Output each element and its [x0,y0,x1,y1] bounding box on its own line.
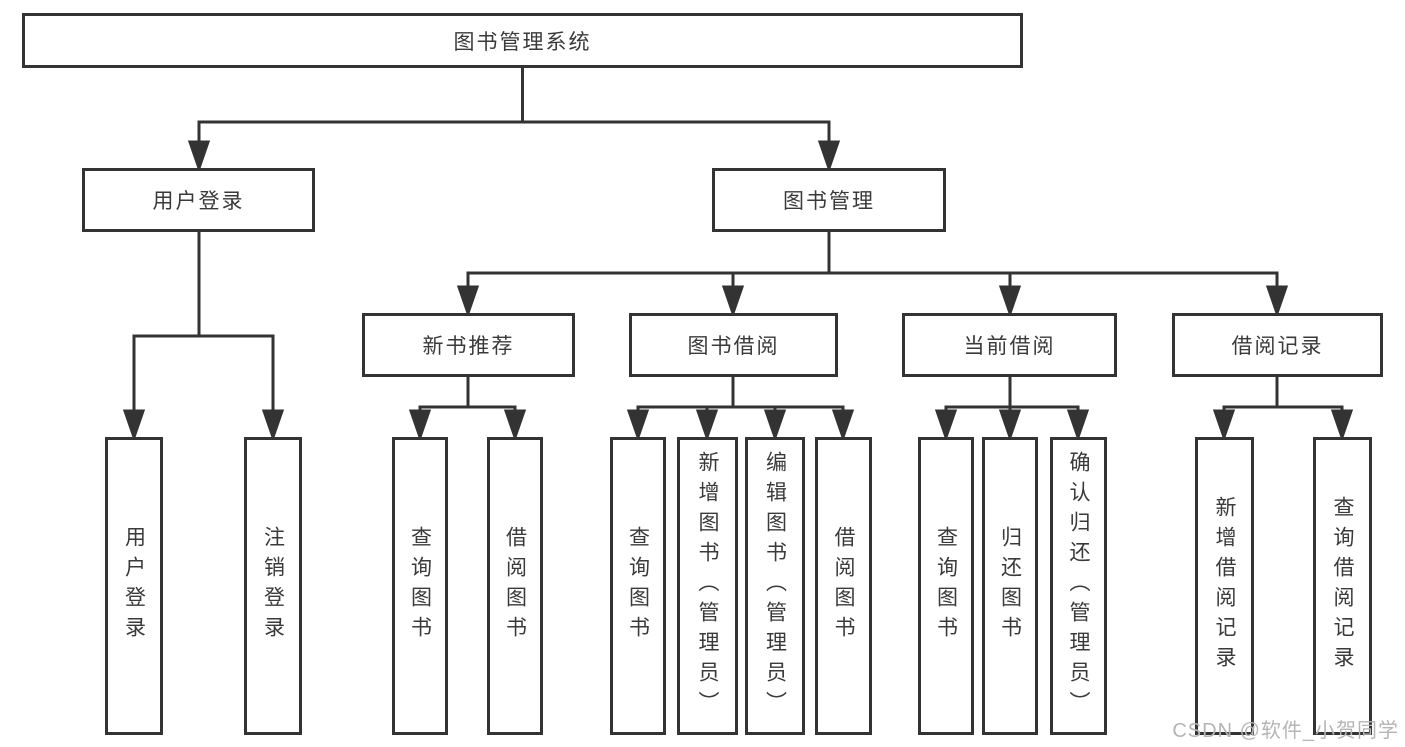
node-borrowing-records: 借阅记录 [1172,313,1383,377]
leaf-borrow-books: 借阅图书 [815,437,872,735]
node-book-borrowing-label: 图书借阅 [687,335,780,358]
leaf-query-books-recommend-label: 查询图书 [408,526,432,646]
node-current-borrowing-label: 当前借阅 [963,335,1056,358]
leaf-edit-book-admin-label: 编辑图书（管理员） [763,451,787,721]
node-user-login-label: 用户登录 [152,190,245,213]
leaf-borrow-books-recommend: 借阅图书 [487,437,543,735]
leaf-query-books-recommend: 查询图书 [392,437,448,735]
leaf-query-books-borrow: 查询图书 [610,437,666,735]
leaf-logout: 注销登录 [244,437,302,735]
leaf-confirm-return-admin-label: 确认归还（管理员） [1067,451,1090,721]
leaf-query-borrow-record: 查询借阅记录 [1313,437,1372,735]
node-book-management-label: 图书管理 [783,190,875,213]
csdn-watermark: CSDN @软件_小贺同学 [1172,720,1399,742]
leaf-add-book-admin-label: 新增图书（管理员） [696,451,719,721]
leaf-borrow-books-label: 借阅图书 [832,526,855,646]
node-current-borrowing: 当前借阅 [902,313,1117,377]
leaf-query-books-borrow-label: 查询图书 [626,526,650,646]
node-new-book-recommend-label: 新书推荐 [422,335,515,358]
leaf-add-book-admin: 新增图书（管理员） [677,437,738,735]
leaf-confirm-return-admin: 确认归还（管理员） [1050,437,1107,735]
leaf-user-login-label: 用户登录 [122,526,146,646]
leaf-user-login: 用户登录 [105,437,163,735]
leaf-add-borrow-record: 新增借阅记录 [1195,437,1254,735]
leaf-edit-book-admin: 编辑图书（管理员） [745,437,805,735]
leaf-add-borrow-record-label: 新增借阅记录 [1213,496,1236,676]
node-book-management: 图书管理 [712,168,946,232]
node-library-system-label: 图书管理系统 [453,30,592,54]
node-borrowing-records-label: 借阅记录 [1231,335,1324,358]
leaf-return-books-label: 归还图书 [998,526,1022,646]
leaf-query-books-current-label: 查询图书 [934,526,958,646]
leaf-return-books: 归还图书 [982,437,1038,735]
node-book-borrowing: 图书借阅 [629,313,838,377]
leaf-query-books-current: 查询图书 [918,437,974,735]
leaf-query-borrow-record-label: 查询借阅记录 [1331,496,1354,676]
leaf-borrow-books-recommend-label: 借阅图书 [503,526,527,646]
node-library-system: 图书管理系统 [22,13,1023,68]
leaf-logout-label: 注销登录 [261,526,285,646]
node-new-book-recommend: 新书推荐 [362,313,575,377]
node-user-login: 用户登录 [82,168,315,232]
